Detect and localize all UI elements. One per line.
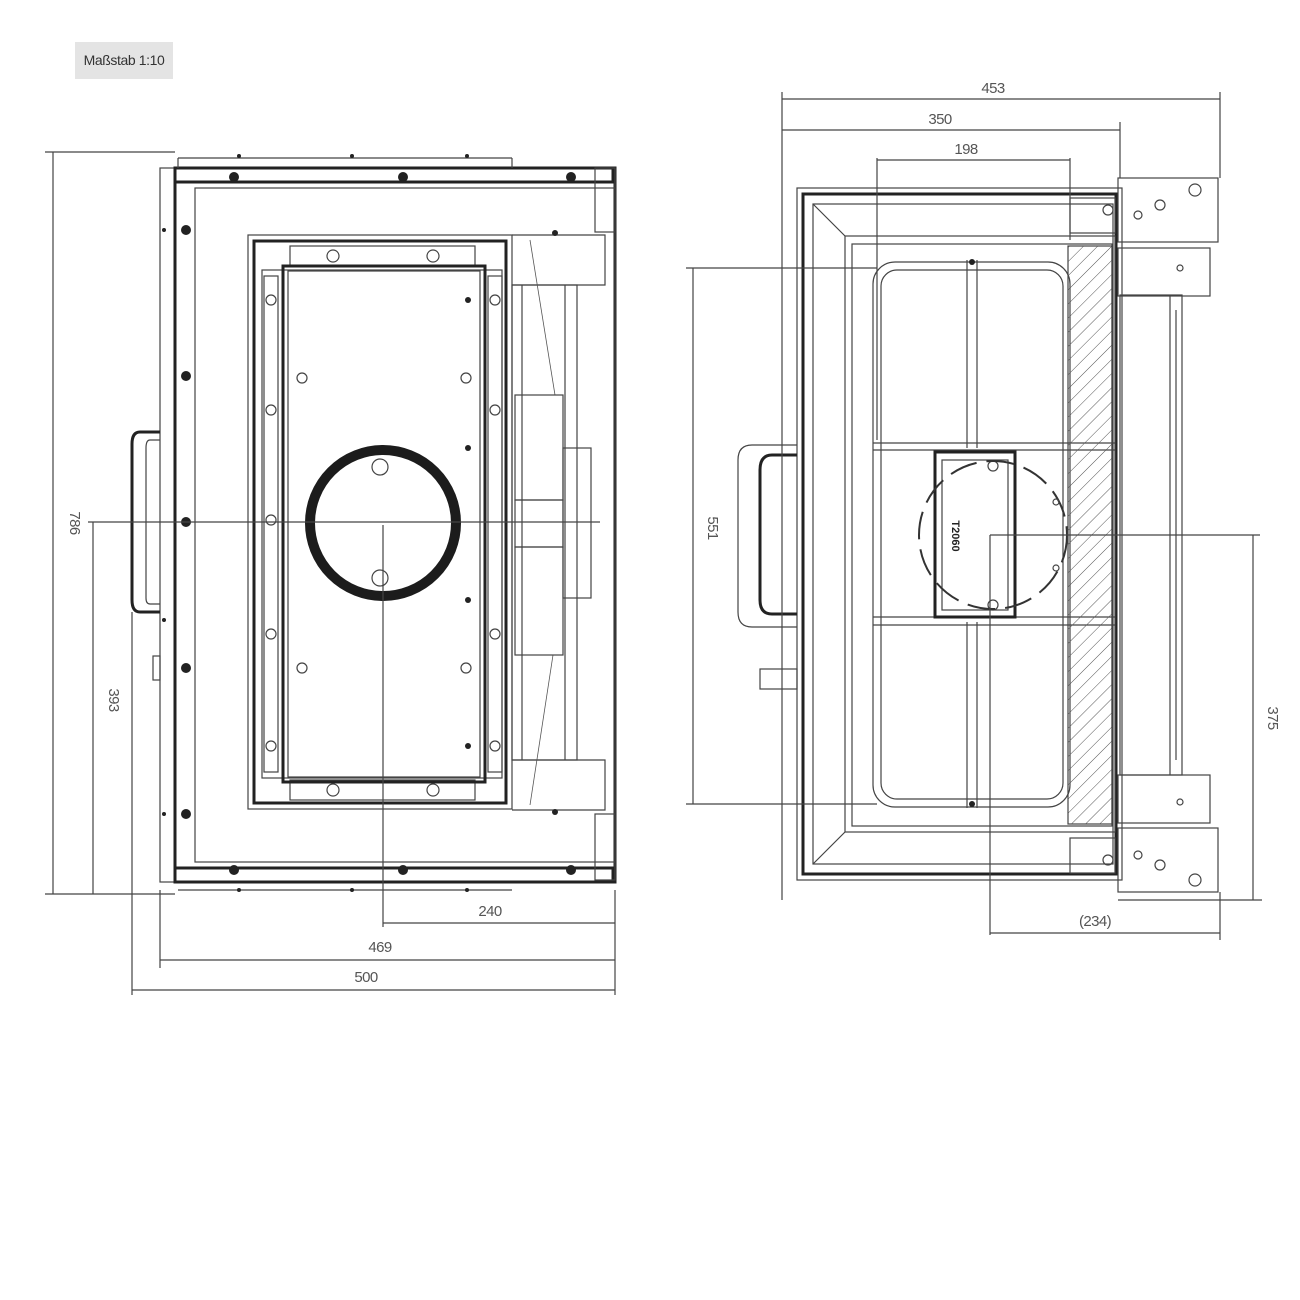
plate-text: T2060	[949, 520, 961, 551]
dim-786: 786	[66, 511, 83, 534]
dim-551: 551	[704, 516, 721, 539]
dim-350: 350	[928, 111, 951, 128]
dim-240: 240	[478, 903, 501, 920]
left-dimensions: 786 393 240 469 500	[45, 151, 616, 995]
left-view	[88, 154, 617, 927]
dim-500: 500	[354, 969, 377, 986]
right-view: T2060	[737, 158, 1260, 935]
dim-198: 198	[954, 141, 977, 158]
dim-453: 453	[981, 80, 1004, 97]
dim-375: 375	[1264, 706, 1281, 729]
dim-234: (234)	[1079, 913, 1112, 930]
dim-469: 469	[368, 939, 391, 956]
right-dimensions: 453 350 198 551 375 (234)	[686, 80, 1281, 940]
dim-393: 393	[105, 688, 122, 711]
scale-label: Maßstab 1:10	[75, 42, 173, 79]
left-outer-frame	[159, 167, 616, 883]
